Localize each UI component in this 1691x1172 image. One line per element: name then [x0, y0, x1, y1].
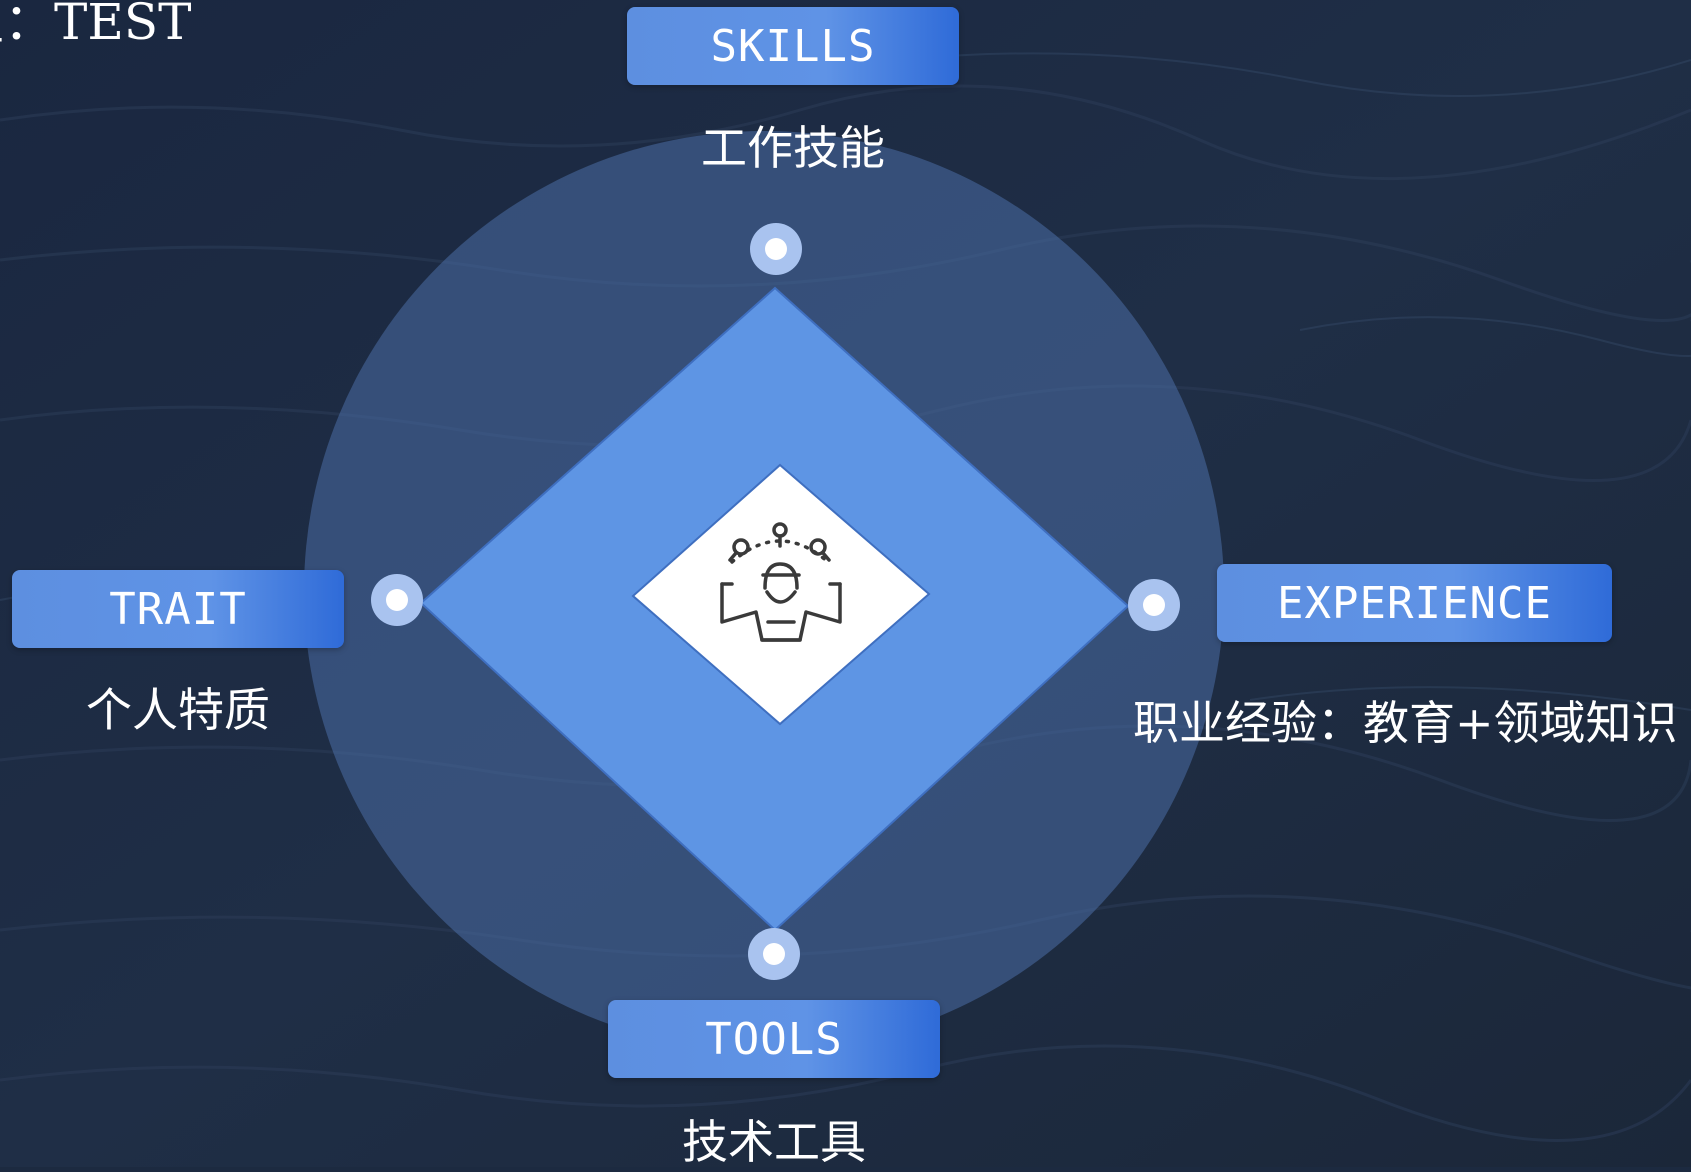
inner-diamond [631, 463, 931, 726]
experience-label-box: EXPERIENCE [1217, 564, 1612, 642]
tools-label: TOOLS [705, 1013, 843, 1065]
tools-label-box: TOOLS [608, 1000, 940, 1078]
node-top [750, 223, 802, 275]
node-right [1128, 579, 1180, 631]
node-bottom [748, 928, 800, 980]
trait-caption: 个人特质 [86, 683, 270, 737]
node-left [371, 574, 423, 626]
tools-caption: 技术工具 [682, 1115, 866, 1169]
skills-caption: 工作技能 [701, 121, 885, 175]
experience-caption: 职业经验：教育+领域知识 [1133, 696, 1678, 750]
experience-label: EXPERIENCE [1277, 577, 1552, 629]
skills-label-box: SKILLS [627, 7, 959, 85]
trait-label: TRAIT [109, 583, 247, 635]
trait-label-box: TRAIT [12, 570, 344, 648]
person-juggling-icon [720, 522, 842, 642]
skills-label: SKILLS [710, 20, 876, 72]
page-title: 型：TEST [0, 0, 192, 51]
